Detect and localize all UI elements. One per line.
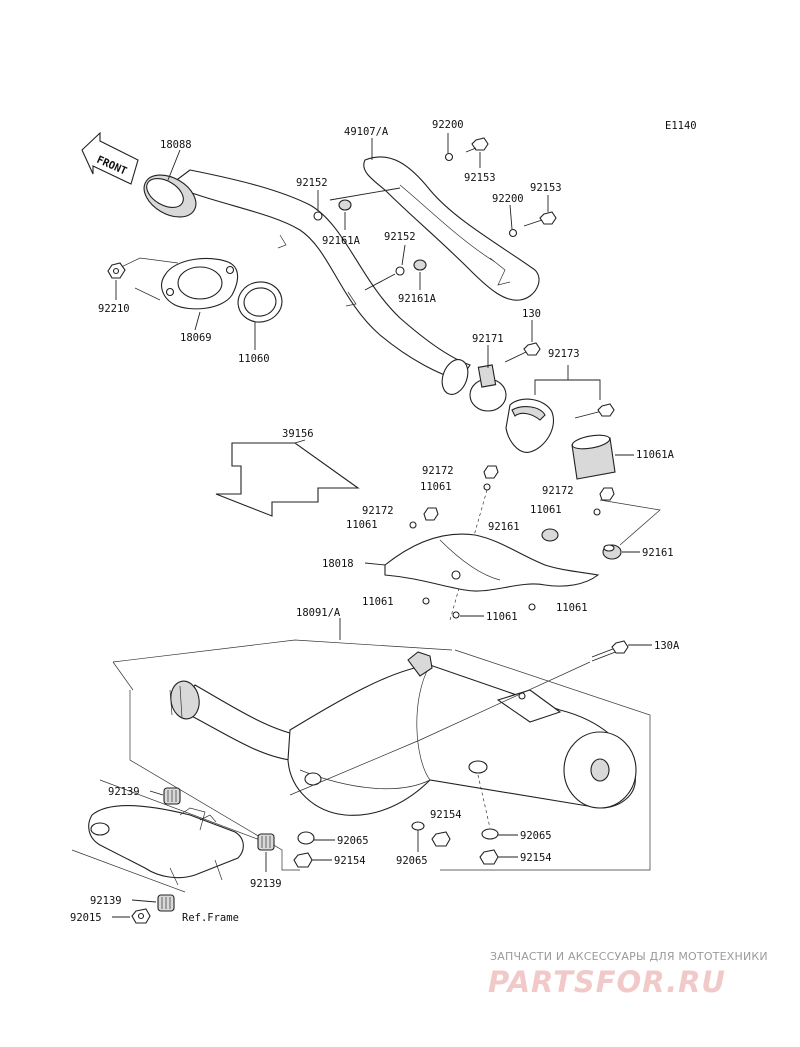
label-92139a: 92139 xyxy=(108,786,140,798)
label-130A: 130A xyxy=(654,640,680,652)
front-arrow-icon: FRONT xyxy=(81,131,139,185)
part-11060-gasket xyxy=(237,281,283,323)
part-92153b-bolt xyxy=(523,211,557,227)
part-92065c-washer xyxy=(481,828,499,840)
part-39156-pad xyxy=(215,442,360,517)
label-92172c: 92172 xyxy=(542,485,574,497)
label-49107: 49107/A xyxy=(344,126,389,138)
label-92171: 92171 xyxy=(472,333,504,345)
label-92153a: 92153 xyxy=(464,172,496,184)
part-18088-shape xyxy=(143,174,197,218)
header-pipe xyxy=(168,169,471,395)
label-92210: 92210 xyxy=(98,303,130,315)
part-92172a-bolt xyxy=(483,465,499,479)
part-92065a-washer xyxy=(297,831,315,845)
part-92172b-bolt xyxy=(423,507,439,521)
part-11061c-washer xyxy=(593,508,601,516)
part-130A-bolt xyxy=(591,640,629,662)
label-18091: 18091/A xyxy=(296,607,341,619)
label-92161a: 92161 xyxy=(488,521,520,533)
part-92154b-bolt xyxy=(431,831,451,847)
label-92200a: 92200 xyxy=(432,119,464,131)
label-92139c: 92139 xyxy=(90,895,122,907)
part-92015-nut xyxy=(131,908,151,924)
label-92154b: 92154 xyxy=(430,809,462,821)
part-92154c-bolt xyxy=(479,849,499,865)
watermark-logo: PARTSFOR.RU xyxy=(488,965,726,999)
label-92173: 92173 xyxy=(548,348,580,360)
label-11061b: 11061 xyxy=(346,519,378,531)
part-18069-shape xyxy=(161,257,239,310)
part-18091-muffler xyxy=(169,651,637,816)
part-92171-clamp xyxy=(469,364,507,412)
part-92210-nut xyxy=(107,262,126,279)
label-11061a: 11061 xyxy=(420,481,452,493)
part-92161a-grommet xyxy=(541,528,559,542)
part-92200a-washer xyxy=(444,152,454,162)
part-11061f-washer xyxy=(528,603,536,611)
label-18069: 18069 xyxy=(180,332,212,344)
label-18088: 18088 xyxy=(160,139,192,151)
part-11061A-sleeve xyxy=(571,434,616,480)
part-92152b xyxy=(395,266,405,276)
label-130: 130 xyxy=(522,308,541,320)
label-92161b: 92161 xyxy=(642,547,674,559)
diagram-code: E1140 xyxy=(665,120,697,132)
part-92161Ab xyxy=(413,259,427,271)
part-92139c-grommet xyxy=(157,894,175,912)
watermark-caption: ЗАПЧАСТИ И АКСЕССУАРЫ ДЛЯ МОТОТЕХНИКИ xyxy=(490,950,768,963)
label-92065a: 92065 xyxy=(337,835,369,847)
part-11061a-washer xyxy=(483,483,491,491)
label-92065c: 92065 xyxy=(520,830,552,842)
label-92153b: 92153 xyxy=(530,182,562,194)
label-11061e: 11061 xyxy=(486,611,518,623)
label-92152a: 92152 xyxy=(296,177,328,189)
part-92172c-bolt xyxy=(599,487,615,501)
part-92153a-bolt xyxy=(465,137,489,153)
part-18018-shield xyxy=(384,533,600,592)
label-92065b: 92065 xyxy=(396,855,428,867)
label-92172b: 92172 xyxy=(362,505,394,517)
label-92154a: 92154 xyxy=(334,855,366,867)
label-11061A: 11061A xyxy=(636,449,675,461)
label-39156: 39156 xyxy=(282,428,314,440)
label-11060: 11060 xyxy=(238,353,270,365)
label-18018: 18018 xyxy=(322,558,354,570)
label-11061d: 11061 xyxy=(362,596,394,608)
label-92161Ab: 92161A xyxy=(398,293,437,305)
part-92154a-bolt xyxy=(293,852,313,868)
part-92139a-grommet xyxy=(163,787,181,805)
label-92152b: 92152 xyxy=(384,231,416,243)
part-11061d-washer xyxy=(422,597,430,605)
part-92065b-washer xyxy=(411,821,425,831)
part-92139b-grommet xyxy=(257,833,275,851)
part-11061b-washer xyxy=(409,521,417,529)
part-92152a xyxy=(313,211,323,221)
part-49107-guard xyxy=(363,156,540,301)
label-92161Aa: 92161A xyxy=(322,235,361,247)
label-11061f: 11061 xyxy=(556,602,588,614)
label-92139b: 92139 xyxy=(250,878,282,890)
part-92173-clamp xyxy=(505,398,615,453)
label-92015: 92015 xyxy=(70,912,102,924)
label-11061c: 11061 xyxy=(530,504,562,516)
part-92200b-washer xyxy=(508,228,518,238)
part-11061e-washer xyxy=(452,611,460,619)
label-92172a: 92172 xyxy=(422,465,454,477)
frame-bracket xyxy=(88,804,244,886)
part-130-bolt xyxy=(504,342,541,363)
label-92154c: 92154 xyxy=(520,852,552,864)
label-92200b: 92200 xyxy=(492,193,524,205)
part-92161Aa xyxy=(338,199,352,211)
part-92161b-grommet xyxy=(602,544,622,560)
ref-frame-label: Ref.Frame xyxy=(182,912,239,924)
